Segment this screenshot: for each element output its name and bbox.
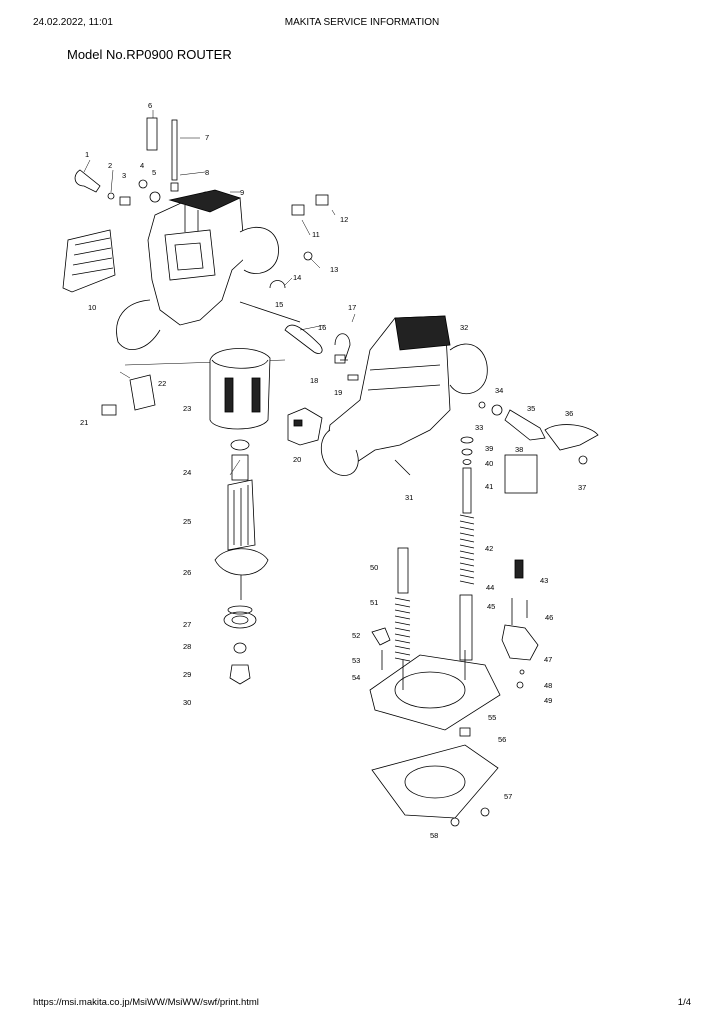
part-number-label: 25	[183, 517, 191, 526]
part-number-label: 48	[544, 681, 552, 690]
part-number-label: 24	[183, 468, 191, 477]
part-number-label: 43	[540, 576, 548, 585]
motor-housing-part	[62, 189, 279, 351]
base-part	[369, 650, 501, 731]
print-datetime: 24.02.2022, 11:01	[33, 17, 113, 28]
part-number-label: 34	[495, 386, 503, 395]
screw-55	[459, 727, 471, 737]
part-number-label: 28	[183, 642, 191, 651]
depth-adjust-parts	[501, 559, 539, 689]
part-number-label: 38	[515, 445, 523, 454]
footer-url: https://msi.makita.co.jp/MsiWW/MsiWW/swf…	[33, 997, 259, 1008]
part-number-label: 12	[340, 215, 348, 224]
part-number-label: 21	[80, 418, 88, 427]
part-number-label: 49	[544, 696, 552, 705]
part-number-label: 27	[183, 620, 191, 629]
pole-50	[397, 547, 409, 594]
part-number-label: 40	[485, 459, 493, 468]
pole-holder	[459, 594, 473, 661]
part-number-label: 42	[485, 544, 493, 553]
part-number-labels: 1 2 3 4 5 6 7 8 9 10 11 12 13 14 15 16 1…	[80, 101, 586, 840]
part-number-label: 19	[334, 388, 342, 397]
part-number-label: 2	[108, 161, 112, 170]
brush-part-21	[101, 404, 117, 416]
rear-housing-part	[321, 315, 488, 476]
page-number: 1/4	[677, 997, 691, 1008]
part-number-label: 45	[487, 602, 495, 611]
part-number-label: 51	[370, 598, 378, 607]
base-plate-part	[371, 744, 499, 819]
part-number-label: 52	[352, 631, 360, 640]
part-number-label: 44	[486, 583, 494, 592]
part-number-label: 57	[504, 792, 512, 801]
part-number-label: 7	[205, 133, 209, 142]
part-number-label: 33	[475, 423, 483, 432]
part-number-label: 50	[370, 563, 378, 572]
part-number-label: 5	[152, 168, 156, 177]
clamp-52	[371, 627, 391, 646]
stator-part	[209, 348, 271, 430]
part-number-label: 55	[488, 713, 496, 722]
part-number-label: 37	[578, 483, 586, 492]
part-number-label: 3	[122, 171, 126, 180]
part-number-label: 9	[240, 188, 244, 197]
model-title: Model No.RP0900 ROUTER	[67, 47, 232, 62]
part-number-label: 47	[544, 655, 552, 664]
part-number-label: 32	[460, 323, 468, 332]
part-number-label: 1	[85, 150, 89, 159]
part-number-label: 22	[158, 379, 166, 388]
knob-parts	[74, 117, 359, 381]
part-number-label: 10	[88, 303, 96, 312]
part-number-label: 8	[205, 168, 209, 177]
part-number-label: 26	[183, 568, 191, 577]
part-number-label: 53	[352, 656, 360, 665]
part-number-label: 35	[527, 404, 535, 413]
label-plate-38	[504, 454, 538, 494]
part-number-label: 6	[148, 101, 152, 110]
part-number-label: 58	[430, 831, 438, 840]
switch-part	[287, 407, 323, 446]
part-number-label: 31	[405, 493, 413, 502]
part-number-label: 29	[183, 670, 191, 679]
part-number-label: 36	[565, 409, 573, 418]
part-number-label: 13	[330, 265, 338, 274]
part-number-label: 14	[293, 273, 301, 282]
part-number-label: 15	[275, 300, 283, 309]
screw-58	[450, 817, 460, 827]
screw-57	[480, 807, 490, 817]
armature-part	[214, 439, 269, 685]
part-number-label: 23	[183, 404, 191, 413]
part-number-label: 30	[183, 698, 191, 707]
part-number-label: 39	[485, 444, 493, 453]
part-number-label: 11	[312, 230, 320, 239]
guide-pole-assembly	[459, 436, 475, 585]
screw-31	[394, 459, 411, 476]
part-number-label: 41	[485, 482, 493, 491]
part-number-label: 54	[352, 673, 360, 682]
part-number-label: 20	[293, 455, 301, 464]
page-source-title: MAKITA SERVICE INFORMATION	[284, 17, 440, 28]
part-number-label: 56	[498, 735, 506, 744]
part-number-label: 17	[348, 303, 356, 312]
spring-51	[394, 597, 411, 662]
part-number-label: 16	[318, 323, 326, 332]
part-number-label: 46	[545, 613, 553, 622]
lever-assembly	[478, 401, 599, 465]
part-number-label: 18	[310, 376, 318, 385]
brush-part-22	[129, 374, 156, 411]
part-number-label: 4	[140, 161, 144, 170]
